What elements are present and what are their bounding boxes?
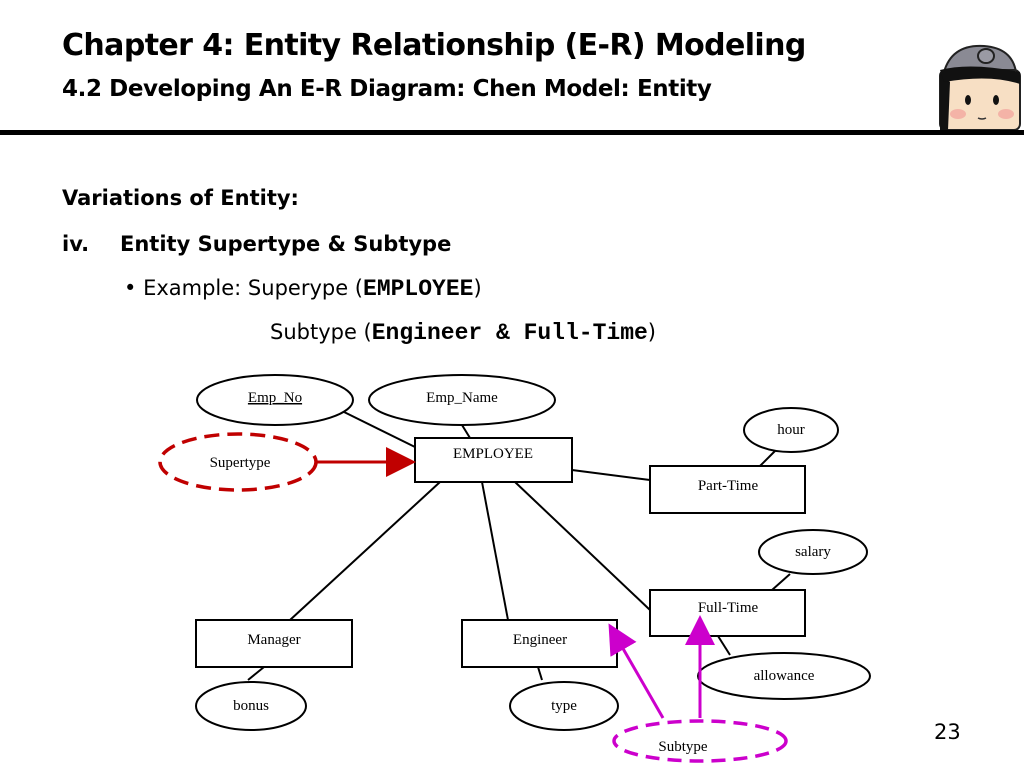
connector-empno-employee bbox=[339, 409, 416, 448]
subtype-arrow-engineer bbox=[608, 623, 665, 719]
label-bonus: bonus bbox=[233, 698, 269, 714]
entity-full-time bbox=[649, 589, 806, 637]
connector-employee-manager bbox=[289, 481, 441, 621]
label-emp-no: Emp_No bbox=[248, 390, 302, 406]
label-full-time: Full-Time bbox=[698, 600, 759, 616]
entity-part-time bbox=[649, 465, 806, 514]
attribute-emp-no bbox=[196, 374, 354, 426]
label-employee: EMPLOYEE bbox=[453, 446, 533, 462]
title-divider bbox=[0, 130, 1024, 135]
subtype-code: Engineer & Full-Time bbox=[371, 320, 648, 346]
subtype-prefix: Subtype ( bbox=[270, 320, 372, 344]
label-subtype: Subtype bbox=[658, 739, 708, 755]
item-numeral: iv. bbox=[62, 232, 90, 256]
label-engineer: Engineer bbox=[513, 632, 567, 648]
connector-bonus-manager bbox=[247, 666, 265, 681]
entity-employee bbox=[414, 437, 573, 483]
label-supertype: Supertype bbox=[210, 455, 271, 471]
subtype-suffix: ) bbox=[647, 320, 656, 344]
example-suffix: ) bbox=[473, 276, 482, 300]
example-prefix: Example: Superype ( bbox=[143, 276, 364, 300]
attribute-allowance bbox=[697, 652, 871, 700]
page-number: 23 bbox=[934, 720, 961, 744]
variations-heading: Variations of Entity: bbox=[62, 186, 299, 210]
connector-salary-fulltime bbox=[771, 573, 791, 591]
connector-empname-employee bbox=[461, 424, 471, 439]
label-hour: hour bbox=[777, 422, 805, 438]
label-manager: Manager bbox=[247, 632, 300, 648]
example-code: EMPLOYEE bbox=[363, 276, 474, 302]
subtype-line: Subtype (Engineer & Full-Time) bbox=[270, 320, 656, 346]
item-title: Entity Supertype & Subtype bbox=[120, 232, 452, 256]
label-emp-name: Emp_Name bbox=[426, 390, 498, 406]
entity-manager bbox=[195, 619, 353, 668]
connector-type-engineer bbox=[537, 666, 543, 681]
attribute-bonus bbox=[195, 681, 307, 731]
mascot-avatar bbox=[939, 44, 1021, 130]
connector-employee-fulltime bbox=[514, 481, 651, 611]
attribute-salary bbox=[758, 529, 868, 575]
connector-employee-parttime bbox=[571, 469, 651, 481]
connector-hour-parttime bbox=[759, 450, 776, 467]
label-type: type bbox=[551, 698, 577, 714]
connector-allowance-fulltime bbox=[717, 635, 731, 656]
example-line: • Example: Superype (EMPLOYEE) bbox=[124, 276, 482, 302]
label-allowance: allowance bbox=[754, 668, 815, 684]
attribute-hour bbox=[743, 407, 839, 453]
entity-engineer bbox=[461, 619, 618, 668]
slide-subtitle: 4.2 Developing An E-R Diagram: Chen Mode… bbox=[62, 76, 712, 102]
connector-employee-engineer bbox=[481, 481, 509, 621]
label-part-time: Part-Time bbox=[698, 478, 759, 494]
attribute-type bbox=[509, 681, 619, 731]
subtype-marker bbox=[612, 719, 788, 763]
bullet-icon: • bbox=[124, 276, 137, 300]
slide-title: Chapter 4: Entity Relationship (E-R) Mod… bbox=[62, 28, 806, 63]
attribute-emp-name bbox=[368, 374, 556, 426]
label-salary: salary bbox=[795, 544, 831, 560]
